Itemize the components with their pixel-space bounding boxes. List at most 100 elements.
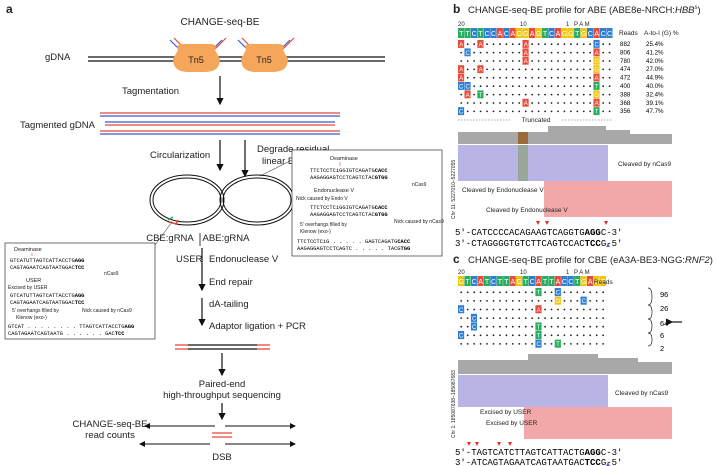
c-group-brace: [647, 287, 653, 306]
b-match-dot: [479, 51, 482, 54]
b-match-dot: [499, 110, 501, 113]
c-ref-letter: T: [504, 279, 509, 286]
b-mismatch-cell: [477, 65, 484, 74]
c-group-count: 2: [660, 344, 664, 353]
c-mismatch-cell: [458, 331, 465, 340]
c-match-dot: [499, 334, 501, 337]
b-ref-letter: A: [556, 31, 561, 38]
b-match-dot: [518, 110, 521, 113]
panel-c: c CHANGE-seq-BE profile for CBE (eA3A-BE…: [451, 252, 713, 466]
c-ref-base: [548, 276, 555, 286]
b-read-count: 474: [620, 66, 631, 73]
b-truncated-label: Truncated: [521, 117, 550, 124]
c-group-count: 64: [660, 319, 668, 328]
b-read-count: 400: [620, 83, 631, 90]
abe-seq1-bottom: AAGAGGAGTCCTCAGTCTACGTGG: [310, 175, 388, 181]
b-match-dot: [557, 68, 559, 71]
b-ref-base: [503, 28, 510, 38]
b-match-dot: [550, 68, 553, 71]
b-match-dot: [550, 93, 553, 96]
c-match-dot: [518, 343, 521, 345]
b-match-dot: [563, 43, 566, 46]
c-match-dot: [492, 343, 495, 345]
c-match-dot: [524, 308, 527, 311]
c-match-dot: [576, 300, 579, 302]
c-match-dot: [499, 300, 501, 302]
b-mismatch-cell: [593, 82, 600, 90]
b-match-dot: [557, 93, 559, 96]
b-mismatch-letter: C: [595, 42, 600, 48]
b-mismatch-cell: [593, 48, 600, 57]
cbe-grna-label: CBE:gRNA: [146, 233, 194, 244]
c-match-dot: [511, 291, 514, 294]
degrade-label-2: linear DNA: [262, 156, 309, 167]
c-match-dot: [505, 308, 508, 311]
b-match-dot: [505, 43, 508, 46]
c-match-dot: [550, 343, 553, 345]
b-match-dot: [518, 60, 521, 62]
b-ref-letter: A: [498, 31, 503, 38]
c-group-brace: [647, 332, 653, 347]
c-mismatch-cell: [580, 296, 587, 305]
b-match-dot: [569, 93, 572, 96]
abe-overhang-label: 5' overhangs filled by: [300, 222, 347, 228]
b-match-dot: [589, 102, 592, 104]
b-match-dot: [550, 85, 553, 88]
c-ref-letter: G: [517, 279, 522, 286]
b-ref-base: [496, 28, 503, 38]
c-ref-base: [567, 276, 574, 286]
read-pairs: [139, 423, 296, 447]
b-match-dot: [492, 110, 495, 113]
c-ref-letter: C: [562, 279, 567, 286]
tn5-label-right: Tn5: [256, 55, 272, 65]
c-mismatch-letter: T: [537, 334, 541, 340]
b-match-dot: [499, 93, 501, 96]
c-match-dot: [486, 343, 488, 345]
b-ref-letter: C: [601, 31, 606, 38]
c-match-dot: [486, 308, 488, 311]
c-match-dot: [460, 291, 463, 294]
b-match-dot: [486, 60, 488, 62]
c-pos-1: 1: [566, 270, 570, 276]
b-match-dot: [557, 60, 559, 62]
cbe-deaminase-label: Deaminase: [14, 247, 42, 253]
b-pos-1: 1: [566, 22, 570, 28]
c-ref-base: [554, 276, 561, 286]
b-ref-letter: G: [581, 31, 586, 38]
c-match-dot: [518, 291, 521, 294]
b-match-dot: [602, 76, 605, 79]
b-match-dot: [608, 102, 611, 104]
b-match-dot: [473, 68, 476, 71]
b-match-dot: [492, 102, 495, 104]
b-mismatch-letter: C: [459, 84, 464, 90]
c-match-dot: [576, 343, 579, 345]
b-match-dot: [505, 51, 508, 54]
b-match-dot: [518, 93, 521, 96]
b-match-dot: [544, 60, 546, 62]
c-ref-letter: A: [478, 279, 483, 286]
b-match-dot: [589, 51, 592, 54]
b-match-dot: [608, 76, 611, 79]
c-match-dot: [505, 317, 508, 319]
b-match-dot: [569, 102, 572, 104]
b-edit-percent: 32.4%: [646, 91, 664, 98]
b-mismatch-letter: G: [594, 59, 599, 65]
tn5-complex-right: Tn5: [237, 37, 295, 72]
b-match-dot: [544, 51, 546, 54]
b-ref-letter: C: [607, 31, 612, 38]
c-match-dot: [582, 291, 585, 294]
b-match-dot: [479, 76, 482, 79]
b-match-dot: [531, 102, 534, 104]
b-ref-letter: T: [466, 31, 471, 38]
b-ref-base: [535, 28, 542, 38]
c-match-dot: [589, 325, 592, 328]
read-counts-label-1: CHANGE-seq-BE: [73, 419, 148, 430]
b-match-dot: [550, 43, 553, 46]
b-match-dot: [486, 102, 488, 104]
b-match-dot: [550, 60, 553, 62]
b-match-dot: [537, 85, 540, 88]
b-match-dot: [460, 51, 463, 54]
c-match-dot: [511, 334, 514, 337]
